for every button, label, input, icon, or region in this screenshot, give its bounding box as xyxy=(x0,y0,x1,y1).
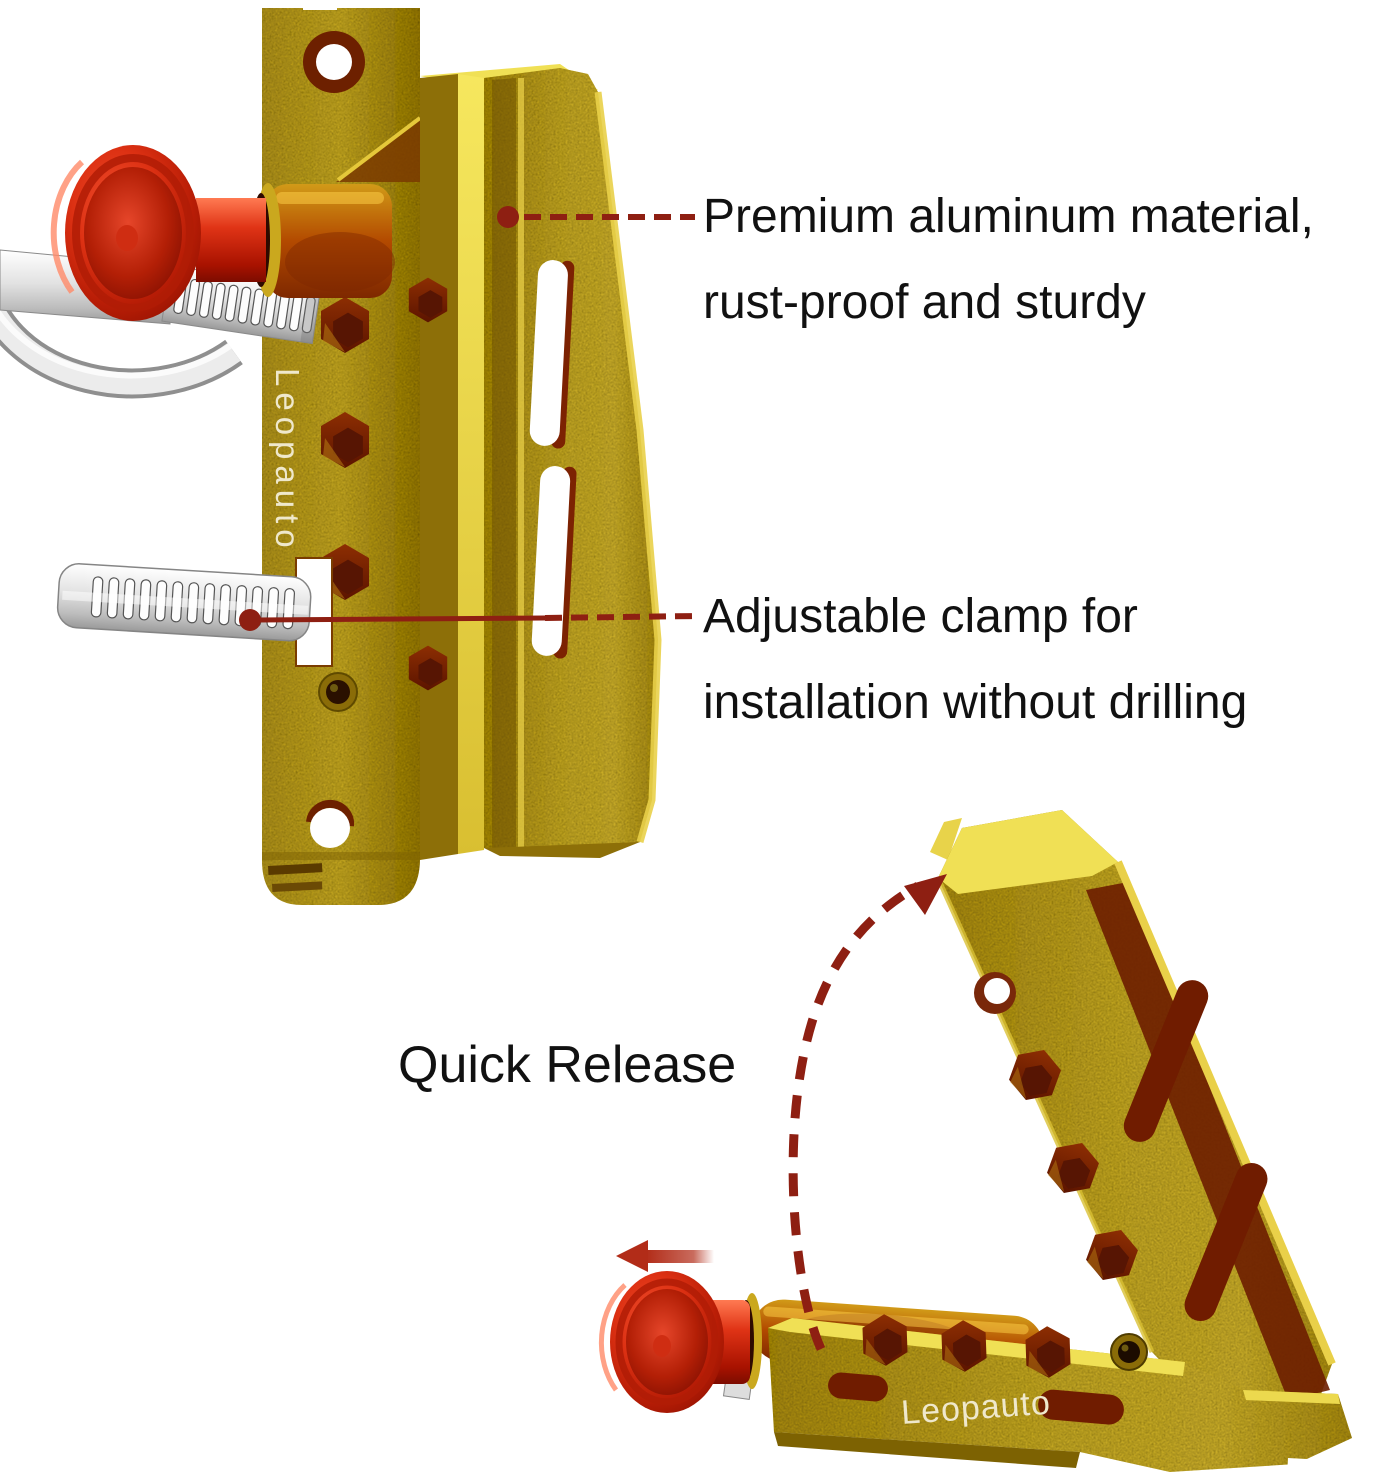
mount-hole-bottom xyxy=(310,808,350,848)
upright-slot xyxy=(1123,980,1209,1142)
folding-arm-upright xyxy=(930,810,1336,1434)
foot-notch xyxy=(268,863,323,875)
clamp-slots xyxy=(173,277,316,334)
callout-line-clamp xyxy=(239,609,698,631)
base-slot xyxy=(828,1372,888,1402)
annotation-material: Premium aluminum material, rust-proof an… xyxy=(703,184,1368,356)
socket-screw xyxy=(1110,1333,1148,1371)
callout-dashed-line xyxy=(544,613,698,621)
rotate-arrow-icon xyxy=(788,874,947,1351)
brand-logo-text: Leopauto xyxy=(269,368,306,554)
rail-slot xyxy=(531,466,577,659)
product-photo-folded: Leopauto xyxy=(598,810,1374,1472)
release-knob-folded xyxy=(598,1271,762,1413)
annotation-clamp-line2: installation without drilling xyxy=(703,676,1248,729)
upright-slot xyxy=(1184,1162,1268,1322)
callout-line-material xyxy=(497,206,695,228)
callout-dot xyxy=(239,609,261,631)
pull-arrow-icon xyxy=(616,1240,714,1272)
arm-hole xyxy=(984,978,1010,1004)
hose-clamp-upper-loop xyxy=(0,287,243,399)
plate-top-notch xyxy=(303,0,337,10)
annotation-clamp: Adjustable clamp for installation withou… xyxy=(703,584,1368,756)
mount-hole-top xyxy=(316,44,352,80)
hex-cutouts-upright xyxy=(1004,1042,1143,1288)
annotation-material-line2: rust-proof and sturdy xyxy=(703,276,1146,329)
callout-dot xyxy=(497,206,519,228)
front-rail xyxy=(408,64,662,860)
annotation-clamp-line1: Adjustable clamp for xyxy=(703,590,1138,643)
rail-slot xyxy=(529,260,575,449)
callout-solid-line xyxy=(257,615,546,623)
hex-cutouts-base xyxy=(862,1313,1071,1379)
base-arm: Leopauto xyxy=(752,1299,1374,1472)
socket-screw xyxy=(318,672,358,712)
hinge-notch xyxy=(1350,1402,1374,1417)
annotation-material-line1: Premium aluminum material, xyxy=(703,190,1314,243)
foot-notch xyxy=(272,881,323,892)
base-slot xyxy=(1038,1389,1124,1425)
quick-release-label: Quick Release xyxy=(398,1036,737,1094)
release-knob xyxy=(50,145,395,321)
hinge-notch xyxy=(1287,1458,1318,1472)
